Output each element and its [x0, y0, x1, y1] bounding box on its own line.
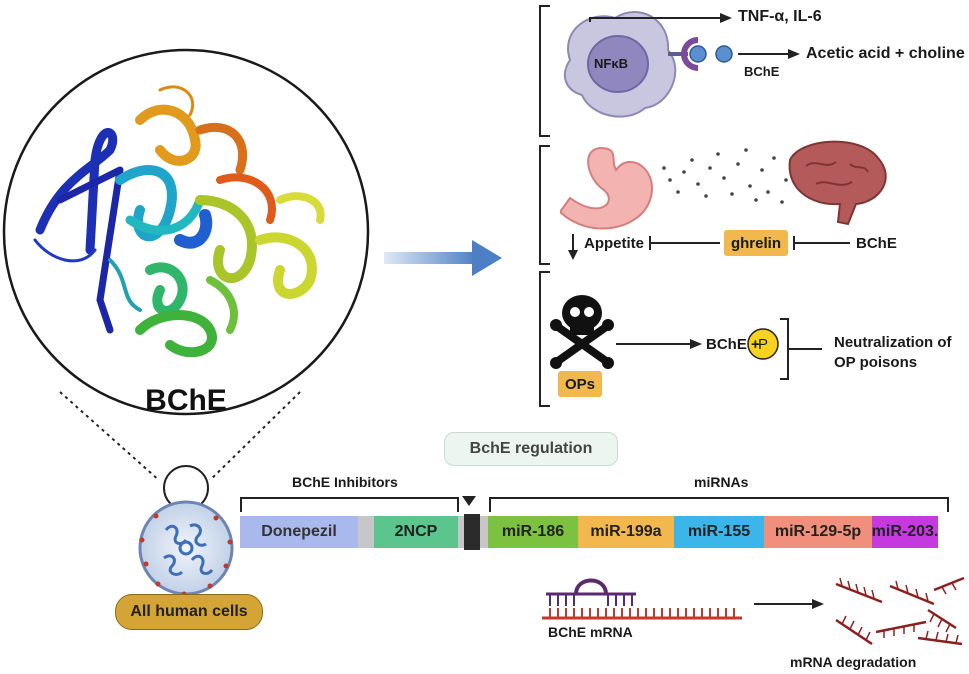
- functions-bracket: [539, 5, 550, 407]
- nfkb-label: NFκB: [594, 56, 628, 71]
- mrna-degradation-illustration: [542, 576, 965, 646]
- mrna-label: BChE mRNA: [548, 624, 633, 640]
- inflammation-section: NFκB TNF-α, IL-6 BChE Acetic acid + chol…: [560, 0, 969, 140]
- appetite-section: Appetite ghrelin BChE: [558, 140, 969, 270]
- inflammation-enzyme-label: BChE: [744, 64, 780, 79]
- segment-separator: [464, 514, 480, 550]
- segment-spacer: [358, 516, 374, 548]
- ghrelin-box: ghrelin: [724, 230, 788, 256]
- segment-spacer: [480, 516, 488, 548]
- human-cell-panel: All human cells: [100, 460, 280, 660]
- segment-mir-155: miR-155: [674, 516, 764, 548]
- mirnas-label: miRNAs: [694, 474, 749, 490]
- appetite-enzyme-label: BChE: [856, 235, 897, 252]
- phosphate-symbol: P: [757, 335, 768, 353]
- products-label: Acetic acid + choline: [806, 45, 965, 62]
- regulation-bar: Donepezil 2NCP miR-186 miR-199a miR-155 …: [240, 514, 940, 550]
- macrophage-illustration: [563, 11, 800, 118]
- segment-2ncp: 2NCP: [374, 516, 458, 548]
- protein-label: BChE: [145, 384, 227, 417]
- segment-mir-186: miR-186: [488, 516, 578, 548]
- appetite-label: Appetite: [584, 235, 644, 252]
- inhibitors-label: BChE Inhibitors: [292, 474, 398, 490]
- right-arrow-icon: [384, 240, 502, 276]
- cell-icon: [138, 465, 234, 597]
- reaction-label: BChE +: [706, 336, 760, 353]
- degradation-label: mRNA degradation: [790, 654, 917, 670]
- poison-section: OPs BChE + P Neutralization of OP poison…: [540, 275, 969, 410]
- stomach-brain-illustration: [558, 140, 887, 260]
- neutralization-label-line2: OP poisons: [834, 354, 918, 371]
- cytokines-label: TNF-α, IL-6: [738, 8, 822, 25]
- regulation-title: BchE regulation: [444, 432, 618, 466]
- segment-donepezil: Donepezil: [240, 516, 358, 548]
- ops-box: OPs: [558, 371, 602, 397]
- cell-label: All human cells: [115, 594, 263, 630]
- segment-spacer: [458, 516, 464, 548]
- segment-mir-129-5p: miR-129-5p: [764, 516, 872, 548]
- regulation-brackets: [240, 496, 949, 512]
- segment-mir-199a: miR-199a: [578, 516, 674, 548]
- neutralization-label-line1: Neutralization of: [834, 334, 952, 351]
- protein-structure-panel: BChE: [0, 0, 380, 491]
- skull-crossbones-icon: [550, 295, 822, 380]
- segment-mir-203: miR-203.: [872, 516, 938, 548]
- bche-protein-illustration: BChE: [2, 48, 370, 491]
